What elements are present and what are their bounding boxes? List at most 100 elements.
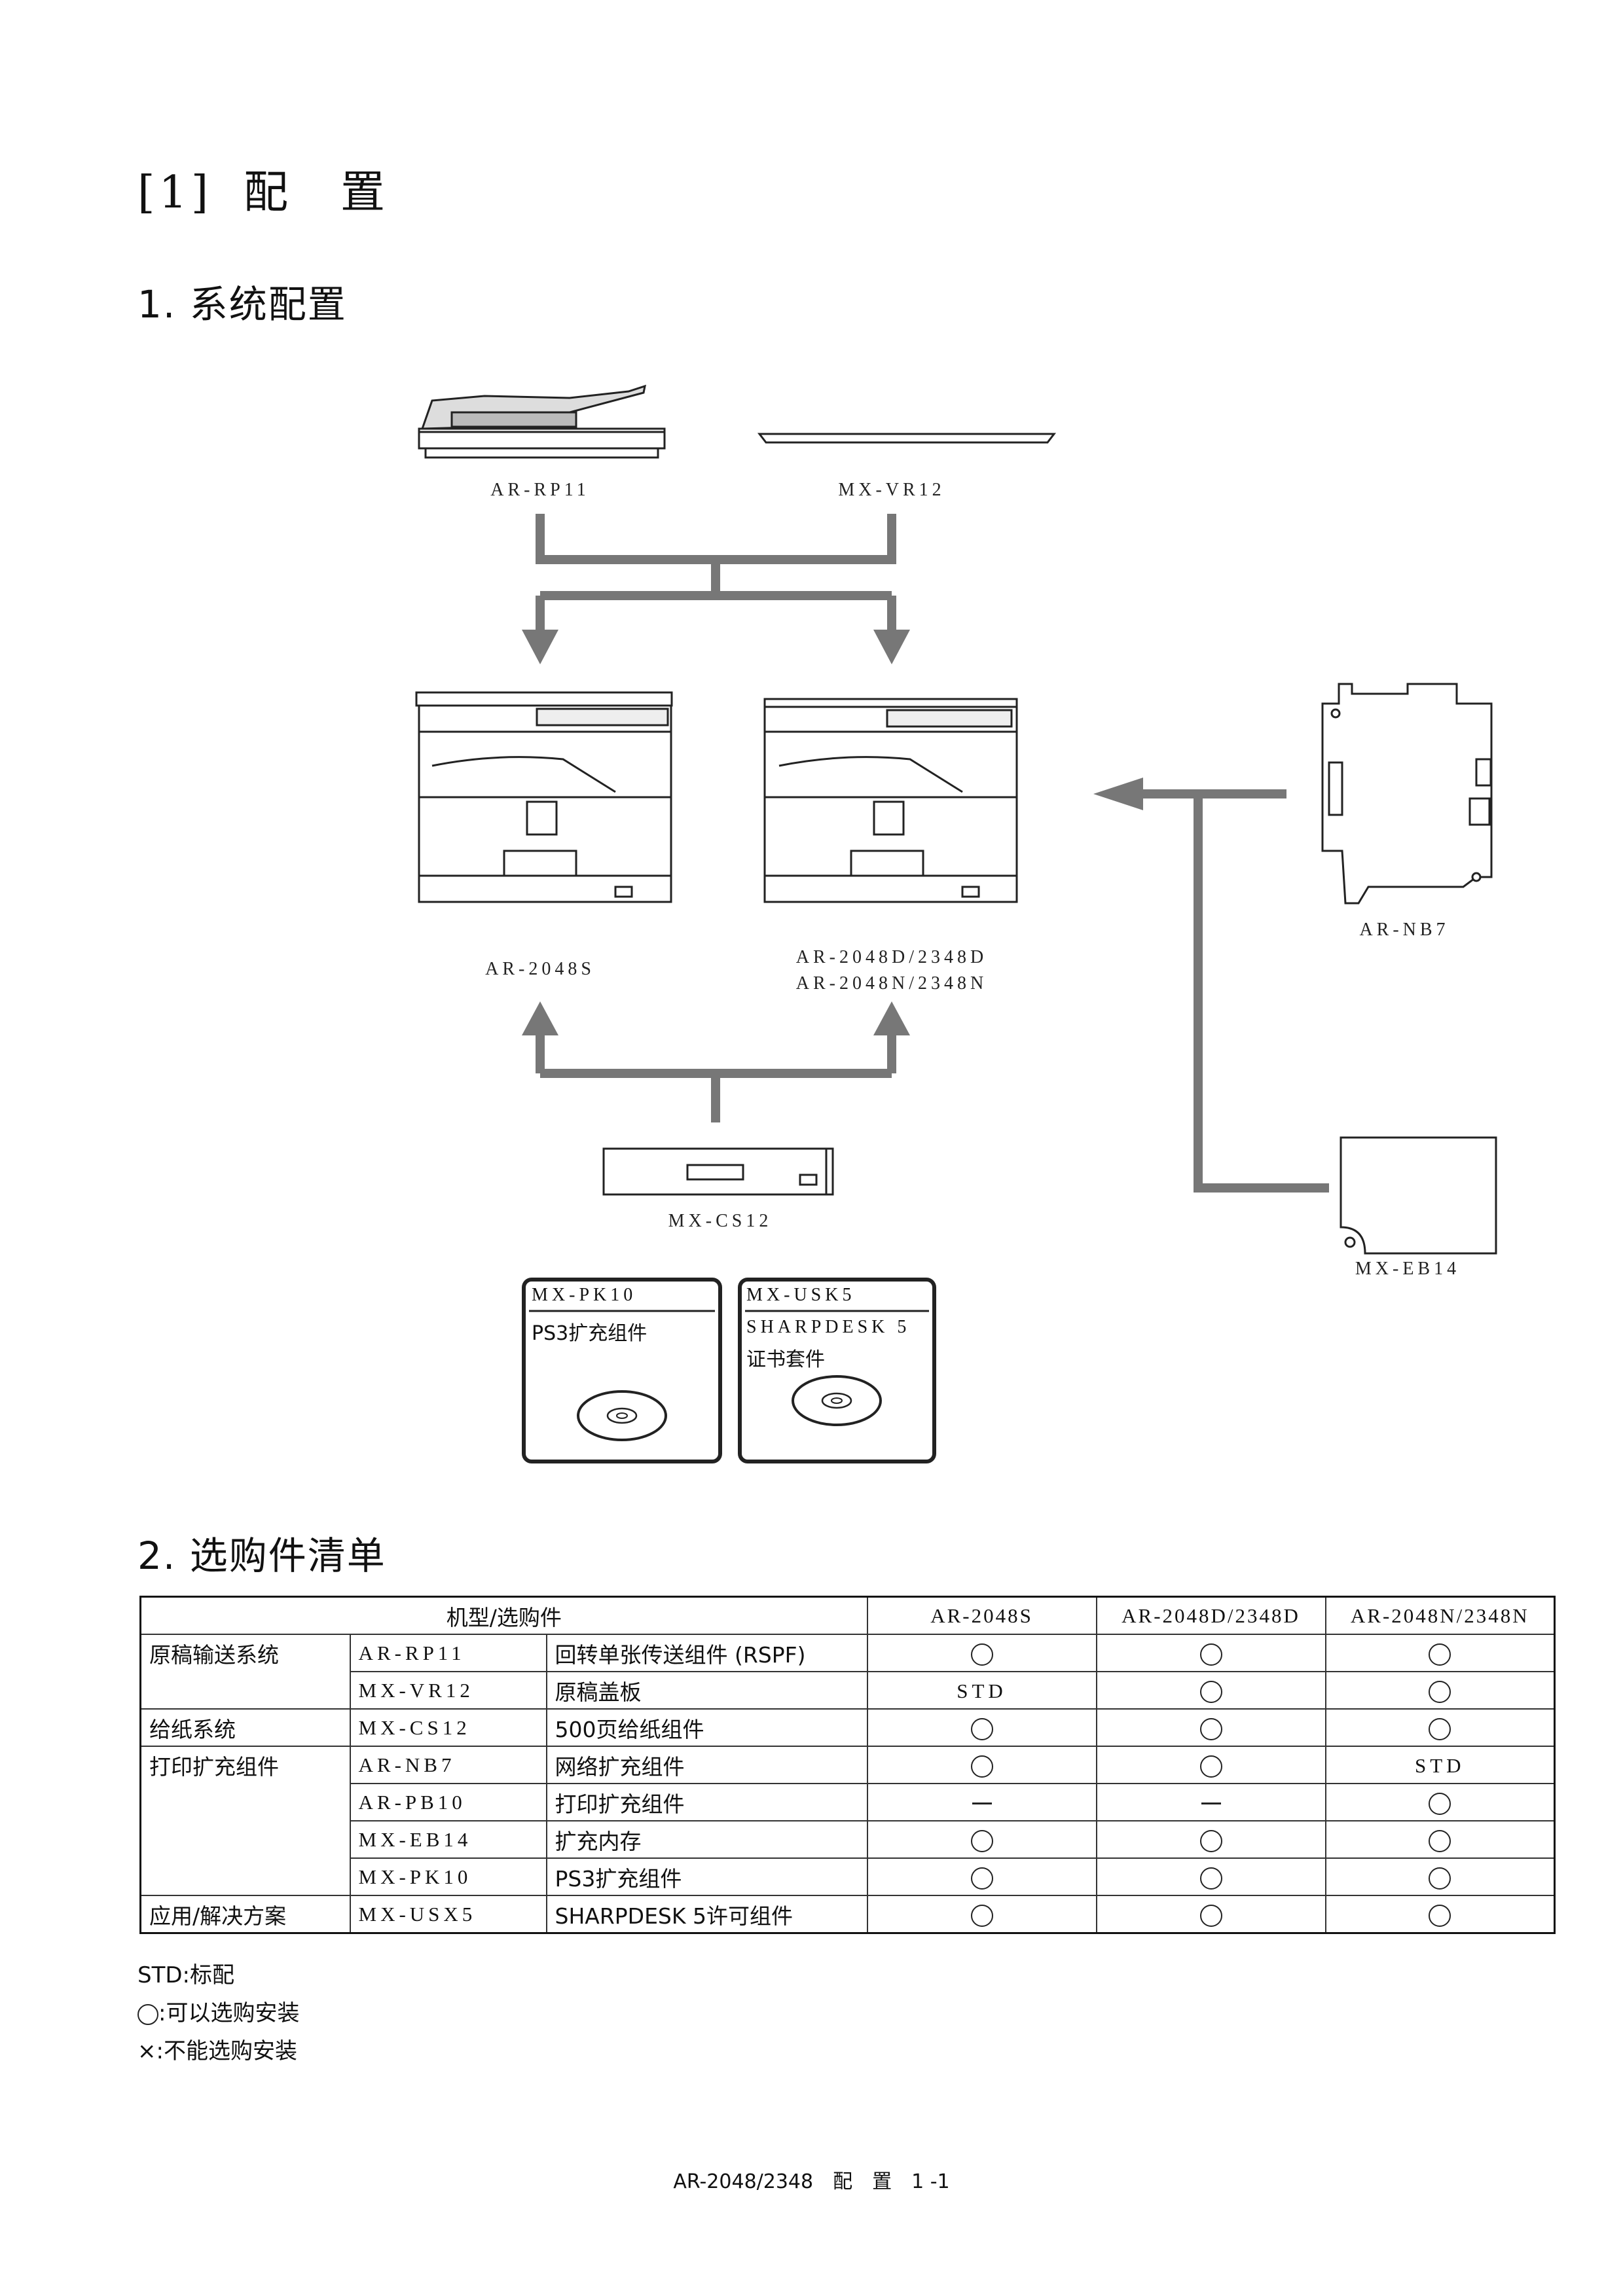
table-row: AR-PB10 打印扩充组件 [139,1783,1556,1821]
row-code: AR-PB10 [349,1783,547,1821]
circle-mark [970,1643,993,1666]
circle-mark [1199,1717,1222,1740]
row-category: 应用/解决方案 [139,1895,351,1934]
circle-mark [970,1904,993,1927]
row-name: 原稿盖板 [545,1671,868,1710]
header-col3: AR-2048N/2348N [1324,1596,1556,1635]
table-row: MX-PK10 PS3扩充组件 [139,1857,1556,1896]
chapter-number: [1] [137,167,213,219]
row-category: 打印扩充组件 [139,1746,351,1784]
row-cell [866,1708,1097,1747]
circle-mark [1429,1867,1451,1890]
header-model-option: 机型/选购件 [139,1596,868,1635]
label-mx-vr12: MX-VR12 [838,480,945,500]
dash-mark [1201,1803,1221,1804]
row-name: SHARPDESK 5许可组件 [545,1895,868,1934]
circle-mark [1199,1755,1222,1778]
label-ar-2048n: AR-2048N/2348N [795,973,988,994]
row-cell [1095,1746,1326,1784]
row-cell [1095,1783,1326,1821]
row-name: PS3扩充组件 [545,1857,868,1896]
copier-2048d-illustration [763,698,1018,903]
row-category [139,1858,351,1896]
row-code: AR-NB7 [349,1746,547,1784]
label-mx-cs12: MX-CS12 [668,1211,773,1231]
table-row: MX-EB14 扩充内存 [139,1820,1556,1859]
row-cell [1095,1820,1326,1859]
row-cell [866,1634,1097,1672]
copier-2048s-illustration [415,691,673,903]
label-ar-2048d: AR-2048D/2348D [795,947,988,967]
row-code: MX-EB14 [349,1820,547,1859]
circle-mark [1199,1829,1222,1852]
row-code: MX-PK10 [349,1857,547,1896]
table-row: 应用/解决方案 MX-USX5 SHARPDESK 5许可组件 [139,1895,1556,1934]
circle-mark [1199,1904,1222,1927]
memory-board-illustration [1340,1136,1497,1255]
legend-cross: ×:不能选购安装 [137,2038,297,2064]
row-cell [1324,1783,1556,1821]
circle-mark [1429,1792,1451,1815]
connector-arrows [536,514,1329,1193]
row-name: 扩充内存 [545,1820,868,1859]
row-cell [1324,1708,1556,1747]
row-cell: STD [1324,1746,1556,1784]
circle-mark [1429,1717,1451,1740]
circle-mark [1199,1867,1222,1890]
software-card-2 [738,1278,936,1463]
network-board-illustration [1321,683,1493,905]
row-cell [1095,1708,1326,1747]
header-col1: AR-2048S [866,1596,1097,1635]
document-feeder-illustration [418,384,666,459]
circle-mark [1429,1829,1451,1852]
page-footer: AR-2048/2348 配 置 1 -1 [673,2170,950,2193]
chapter-heading: [1] 配 置 [137,156,389,221]
circle-mark [137,2003,158,2025]
row-code: MX-VR12 [349,1671,547,1710]
row-cell [866,1783,1097,1821]
table-header-row: 机型/选购件 AR-2048S AR-2048D/2348D AR-2048N/… [139,1596,1556,1635]
label-ar-nb7: AR-NB7 [1359,920,1450,940]
label-mx-eb14: MX-EB14 [1355,1259,1461,1279]
row-cell [866,1895,1097,1934]
circle-mark [1429,1643,1451,1666]
row-code: MX-USX5 [349,1895,547,1934]
row-code: AR-RP11 [349,1634,547,1672]
row-cell [1324,1671,1556,1710]
circle-mark [970,1717,993,1740]
circle-mark [1429,1680,1451,1703]
row-name: 网络扩充组件 [545,1746,868,1784]
row-name: 打印扩充组件 [545,1783,868,1821]
chapter-title: 配 置 [243,167,389,219]
arrow-heads [522,630,1143,1035]
circle-mark [970,1829,993,1852]
row-category: 给纸系统 [139,1708,351,1747]
label-ar-2048s: AR-2048S [485,959,595,979]
row-category: 原稿输送系统 [139,1634,351,1672]
table-row: MX-VR12 原稿盖板 STD [139,1671,1556,1710]
legend-std: STD:标配 [137,1962,234,1988]
legend-circle-text: :可以选购安装 [158,2000,300,2026]
circle-mark [1429,1904,1451,1927]
row-cell [866,1820,1097,1859]
row-cell [1095,1634,1326,1672]
std-mark: STD [1414,1754,1465,1777]
original-cover-illustration [757,433,1057,444]
section1-title: 1. 系统配置 [137,282,347,327]
row-code: MX-CS12 [349,1708,547,1747]
legend-circle: :可以选购安装 [137,1995,299,2027]
row-cell [1095,1671,1326,1710]
row-cell: STD [866,1671,1097,1710]
card2-code: MX-USK5 [746,1285,856,1305]
circle-mark [1199,1680,1222,1703]
card2-text2: 证书套件 [746,1348,825,1371]
std-mark: STD [957,1679,1007,1702]
section2-title: 2. 选购件清单 [137,1534,386,1578]
circle-mark [1199,1643,1222,1666]
label-ar-rp11: AR-RP11 [490,480,590,500]
table-row: 给纸系统 MX-CS12 500页给纸组件 [139,1708,1556,1747]
options-table: 机型/选购件 AR-2048S AR-2048D/2348D AR-2048N/… [139,1596,1556,1934]
card1-text: PS3扩充组件 [532,1322,647,1345]
row-category [139,1784,351,1821]
row-cell [1095,1857,1326,1896]
